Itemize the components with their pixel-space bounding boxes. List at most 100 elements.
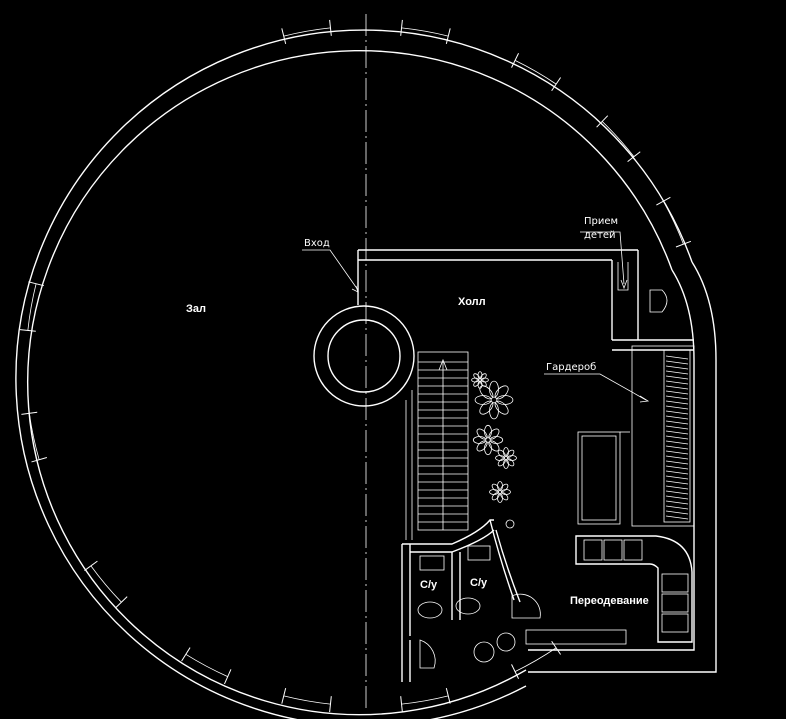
hanger xyxy=(665,440,689,445)
hanger xyxy=(665,395,689,400)
window-mullion xyxy=(19,329,36,332)
room-label-changing: Переодевание xyxy=(570,595,649,607)
plant-leaf xyxy=(479,400,494,415)
plant-leaf xyxy=(507,455,517,461)
plant-leaf xyxy=(472,436,487,444)
hanger xyxy=(665,450,689,455)
hanger xyxy=(665,465,689,470)
wardrobe xyxy=(577,345,695,527)
hanger xyxy=(665,480,689,485)
plant-leaf xyxy=(479,385,494,400)
plant-pot xyxy=(505,519,515,529)
hanger xyxy=(665,365,689,370)
decorative-plants xyxy=(471,371,517,529)
plant-leaf xyxy=(473,373,480,380)
lobby-walls xyxy=(357,249,694,351)
window-pane xyxy=(185,653,228,677)
sofa-cushion xyxy=(661,593,689,613)
central-column xyxy=(313,305,415,407)
plant-leaf xyxy=(501,489,511,495)
room-label-hall: Зал xyxy=(186,303,206,315)
plant-leaf xyxy=(496,395,514,405)
plant-leaf xyxy=(484,424,492,439)
plant-leaf xyxy=(480,373,487,380)
plant-leaf xyxy=(494,385,509,400)
window-pane xyxy=(28,413,40,460)
hanger xyxy=(665,490,689,495)
window-pane xyxy=(514,60,557,85)
window-pane xyxy=(663,200,684,245)
hanger xyxy=(665,475,689,480)
hanger xyxy=(665,425,689,430)
plant-leaf xyxy=(491,483,500,492)
window-pane xyxy=(601,121,635,157)
window-mullion xyxy=(329,19,332,36)
hanger xyxy=(665,370,689,375)
hanger xyxy=(665,505,689,510)
window-pane xyxy=(283,695,331,705)
plant-leaf xyxy=(473,380,480,387)
hanger xyxy=(665,380,689,385)
callout-wardrobe: Гардероб xyxy=(546,362,596,373)
sofa-cushion xyxy=(583,539,603,561)
hanger xyxy=(665,360,689,365)
hanger xyxy=(665,355,689,360)
plant-leaf xyxy=(489,402,499,420)
sofa-cushion xyxy=(661,613,689,633)
plant-leaf xyxy=(491,492,500,501)
hanger xyxy=(665,485,689,490)
plant-leaf xyxy=(489,489,499,495)
hanger xyxy=(665,415,689,420)
hanger xyxy=(665,455,689,460)
sofa-cushion xyxy=(623,539,643,561)
plant-leaf xyxy=(474,395,492,405)
plant-leaf xyxy=(500,483,509,492)
hanger xyxy=(665,410,689,415)
callout-entrance: Вход xyxy=(304,238,330,249)
reception-booth xyxy=(617,262,668,313)
plant-leaf xyxy=(506,458,515,467)
plant-leaf xyxy=(494,400,509,415)
hanger xyxy=(665,500,689,505)
hanger xyxy=(665,430,689,435)
window-pane xyxy=(90,565,122,603)
staircase xyxy=(405,351,469,540)
hanger xyxy=(665,405,689,410)
window-pane xyxy=(27,283,37,331)
plant-leaf xyxy=(497,449,506,458)
hanger xyxy=(665,515,689,520)
callout-leaders xyxy=(302,231,650,403)
sofa-cushion xyxy=(661,573,689,593)
plant-leaf xyxy=(497,493,503,503)
hanger xyxy=(665,495,689,500)
hanger xyxy=(665,400,689,405)
changing-room-sofa xyxy=(525,535,693,645)
plant-leaf xyxy=(495,455,505,461)
hanger xyxy=(665,420,689,425)
plant-leaf xyxy=(497,458,506,467)
plant-leaf xyxy=(506,449,515,458)
plant-leaf xyxy=(500,492,509,501)
plant-leaf xyxy=(484,441,492,456)
hanger xyxy=(665,390,689,395)
hanger xyxy=(665,375,689,380)
room-label-wc-1: С/у xyxy=(420,579,438,591)
window-mullion xyxy=(181,647,191,662)
room-label-wc-2: С/у xyxy=(470,577,488,589)
plant-leaf xyxy=(503,459,509,469)
window-segments xyxy=(19,19,692,713)
plant-leaf xyxy=(497,481,503,491)
hanger xyxy=(665,460,689,465)
window-pane xyxy=(401,695,449,705)
hanger xyxy=(665,445,689,450)
hanger xyxy=(665,470,689,475)
plant-leaf xyxy=(476,428,488,440)
window-pane xyxy=(401,27,449,37)
window-pane xyxy=(283,27,331,37)
room-label-lobby: Холл xyxy=(458,296,486,308)
plant-leaf xyxy=(503,447,509,457)
plant-leaf xyxy=(489,380,499,398)
restroom-block xyxy=(401,519,541,682)
window-mullion xyxy=(400,19,403,36)
